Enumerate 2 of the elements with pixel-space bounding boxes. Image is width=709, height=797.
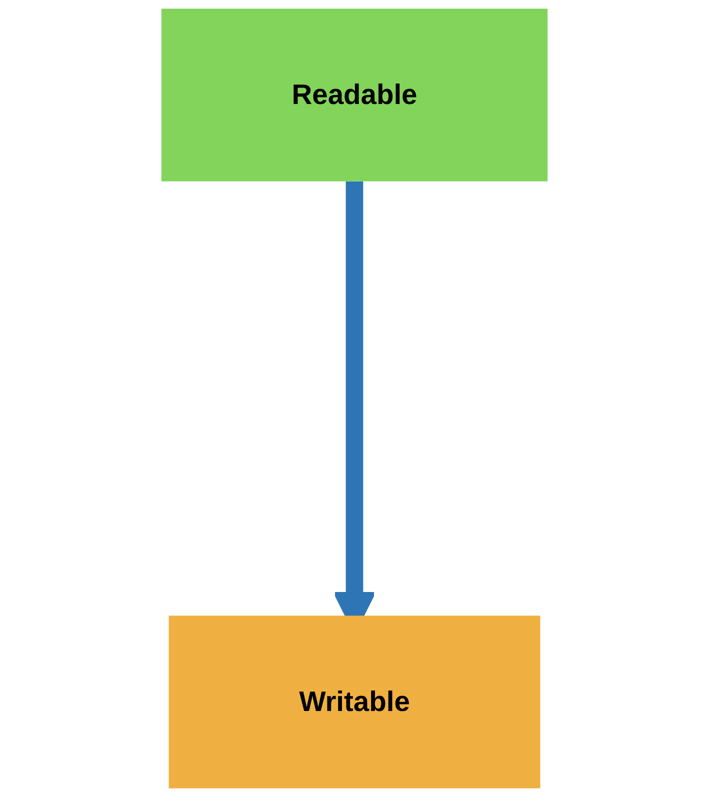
node-label: Writable	[299, 685, 410, 718]
node-label: Readable	[292, 78, 418, 111]
